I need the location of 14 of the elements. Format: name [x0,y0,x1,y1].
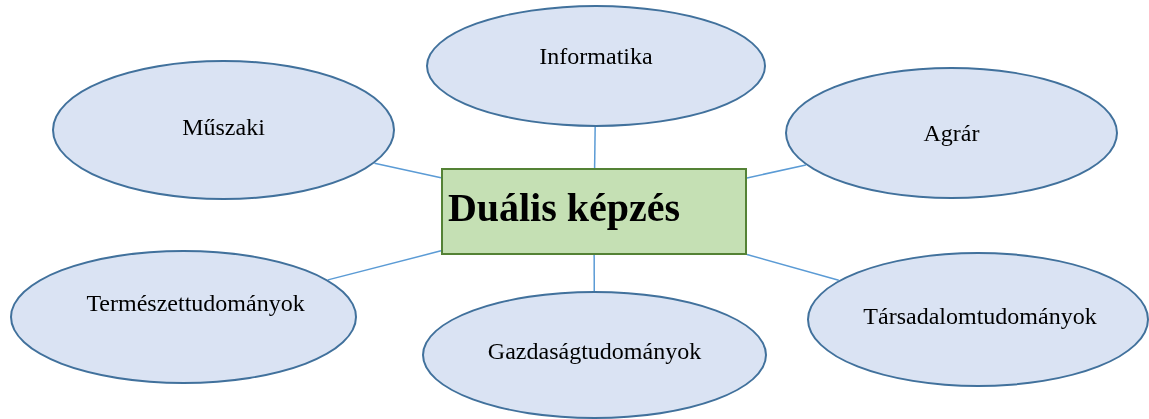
topic-label: Gazdaságtudományok [487,337,702,365]
connector-line [593,254,596,292]
connector-line [327,250,442,281]
topic-label: Természettudományok [86,289,305,317]
topic-label: Társadalomtudományok [863,303,1097,330]
connector-line [373,162,442,179]
topic-label: Műszaki [182,113,265,141]
topic-label: Informatika [539,42,653,70]
center-box [441,168,747,255]
center-title: Duális képzés [447,184,681,231]
topic-label: Agrár [923,119,980,147]
connector-line [746,253,840,282]
connector-line [746,164,807,179]
connector-line [593,126,596,169]
